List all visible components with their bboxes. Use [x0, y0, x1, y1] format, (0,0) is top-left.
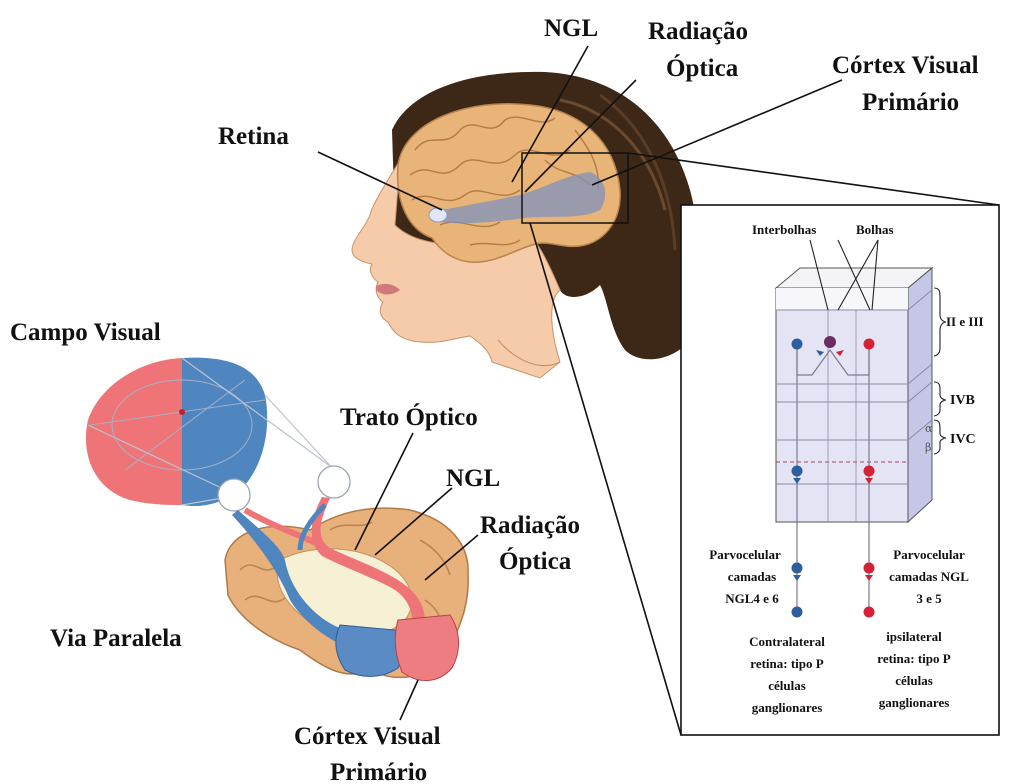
label-parvo-left-3: NGL4 e 6 — [725, 591, 779, 606]
label-parvo-left-2: camadas — [728, 569, 776, 584]
label-radiacao-bottom-1: Radiação — [480, 512, 580, 539]
label-ipsi-2: retina: tipo P — [877, 651, 950, 666]
primary-visual-cortex-blue — [336, 625, 403, 677]
column-block-top — [776, 268, 932, 288]
label-parvo-left-1: Parvocelular — [709, 547, 781, 562]
label-contra-3: células — [768, 678, 806, 693]
cell-purple-blob — [824, 336, 836, 348]
label-bolhas: Bolhas — [856, 222, 894, 237]
label-radiacao-top-1: Radiação — [648, 18, 748, 45]
label-ngl-bottom: NGL — [446, 465, 500, 492]
label-layer-2-3: II e III — [946, 314, 984, 329]
label-contra-1: Contralateral — [749, 634, 825, 649]
cell-blue-layer23 — [792, 339, 803, 350]
label-layer-4c: IVC — [950, 432, 976, 447]
label-layer-4b: IVB — [950, 393, 975, 408]
cell-red-layer23 — [864, 339, 875, 350]
right-eye — [318, 466, 350, 498]
label-alpha: α — [925, 422, 933, 435]
cell-blue-layer4c — [792, 466, 803, 477]
label-parvo-right-2: camadas NGL — [889, 569, 969, 584]
left-eye — [218, 479, 250, 511]
visual-field — [86, 358, 350, 511]
label-trato-optico: Trato Óptico — [340, 403, 478, 431]
cell-red-layer4c — [864, 466, 875, 477]
label-ipsi-4: ganglionares — [879, 695, 950, 710]
label-cortex-bottom-1: Córtex Visual — [294, 723, 441, 750]
label-cortex-top-1: Córtex Visual — [832, 52, 979, 79]
label-retina: Retina — [218, 123, 289, 150]
label-radiacao-top-2: Óptica — [666, 54, 739, 82]
primary-visual-cortex-red — [395, 615, 458, 681]
label-interbolhas: Interbolhas — [752, 222, 816, 237]
label-contra-2: retina: tipo P — [750, 656, 823, 671]
cell-red-ngl — [864, 563, 875, 574]
label-cortex-bottom-2: Primário — [330, 759, 427, 784]
label-via-paralela: Via Paralela — [50, 625, 182, 652]
label-parvo-right-1: Parvocelular — [893, 547, 965, 562]
cell-blue-retina — [792, 607, 803, 618]
label-radiacao-bottom-2: Óptica — [499, 547, 572, 575]
label-beta: β — [925, 441, 931, 454]
label-ngl-top: NGL — [544, 15, 598, 42]
head-illustration — [352, 72, 699, 378]
column-block-front — [776, 288, 908, 522]
label-ipsi-1: ipsilateral — [886, 629, 942, 644]
cell-blue-ngl — [792, 563, 803, 574]
label-campo-visual: Campo Visual — [10, 319, 161, 346]
visual-field-left-half — [86, 358, 182, 505]
label-ipsi-3: células — [895, 673, 933, 688]
column-block-side — [908, 268, 932, 522]
cell-red-retina — [864, 607, 875, 618]
label-cortex-top-2: Primário — [862, 89, 959, 116]
label-parvo-right-3: 3 e 5 — [916, 591, 942, 606]
cortex-inset: Interbolhas Bolhas II e III IVB α β IVC … — [681, 205, 999, 735]
brain-section — [225, 497, 468, 681]
label-contra-4: ganglionares — [752, 700, 823, 715]
fixation-point — [179, 409, 185, 415]
